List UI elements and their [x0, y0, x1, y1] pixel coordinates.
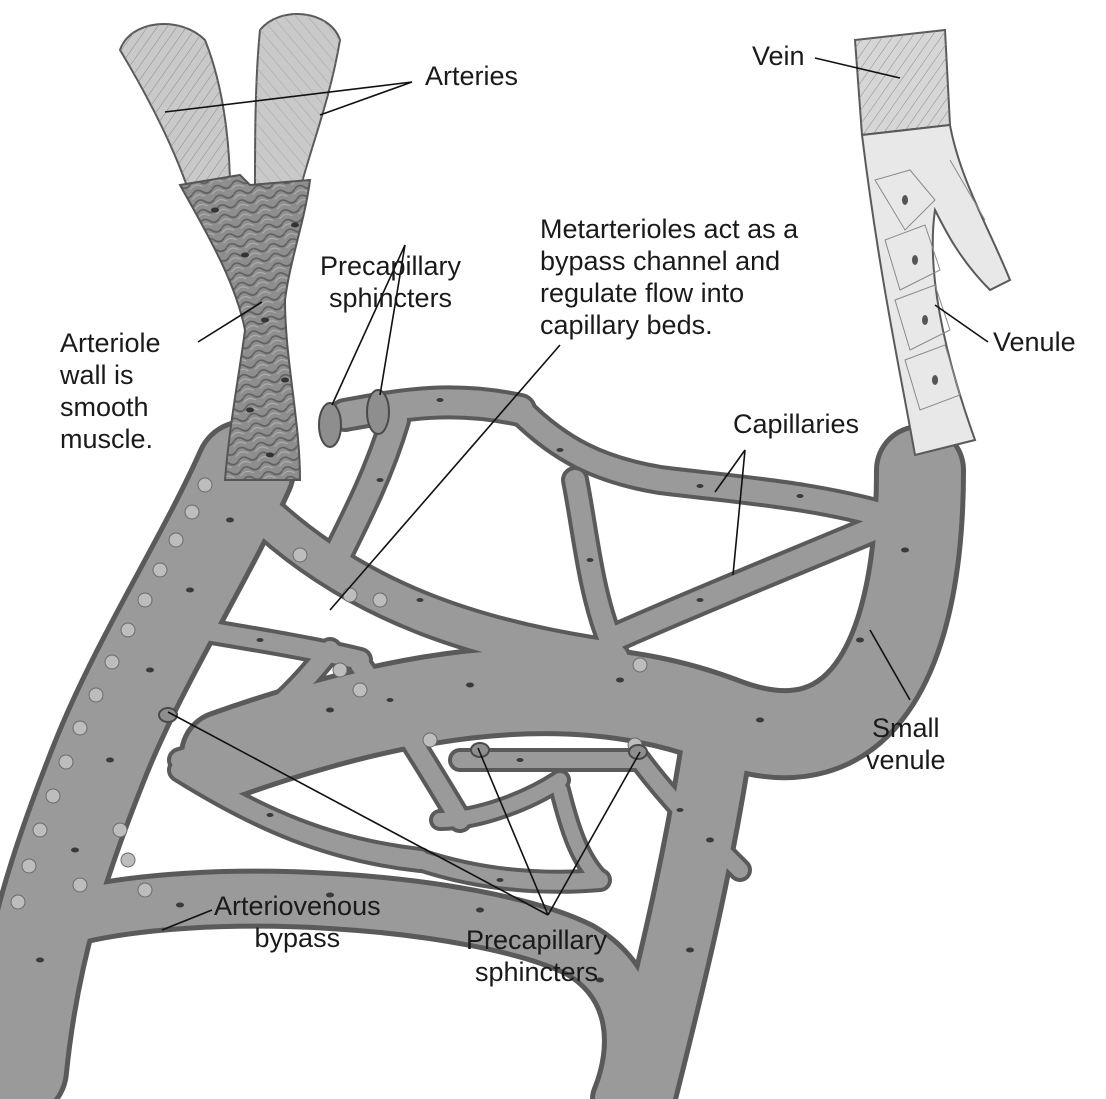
label-metarterioles-line-4: capillary beds.: [540, 309, 798, 341]
capillary-network: [18, 402, 920, 1099]
label-arteriole-wall-line-4: muscle.: [60, 423, 161, 455]
label-metarterioles-line-3: regulate flow into: [540, 277, 798, 309]
label-metarterioles: Metarterioles act as a bypass channel an…: [540, 213, 798, 341]
label-arteriovenous-bypass-line-1: Arteriovenous: [214, 890, 381, 922]
label-small-venule-line-2: venule: [866, 744, 946, 776]
label-arteries: Arteries: [425, 60, 518, 92]
label-arteriovenous-bypass-line-2: bypass: [214, 922, 381, 954]
label-venule: Venule: [993, 326, 1076, 358]
leader-capillaries-2: [733, 450, 745, 575]
label-precapillary-top: Precapillary sphincters: [320, 250, 461, 314]
label-small-venule-line-1: Small: [866, 712, 946, 744]
label-precapillary-bottom: Precapillary sphincters: [466, 924, 607, 988]
arteriole: [180, 175, 310, 480]
label-metarterioles-line-1: Metarterioles act as a: [540, 213, 798, 245]
label-metarterioles-line-2: bypass channel and: [540, 245, 798, 277]
label-vein: Vein: [752, 40, 805, 72]
label-small-venule: Small venule: [866, 712, 946, 776]
label-precapillary-bottom-line-2: sphincters: [466, 956, 607, 988]
label-arteriole-wall: Arteriole wall is smooth muscle.: [60, 327, 161, 455]
label-precapillary-top-line-1: Precapillary: [320, 250, 461, 282]
vein: [855, 30, 950, 135]
label-arteriole-wall-line-3: smooth: [60, 391, 161, 423]
label-capillaries: Capillaries: [733, 408, 859, 440]
label-arteriovenous-bypass: Arteriovenous bypass: [214, 890, 381, 954]
label-arteriole-wall-line-2: wall is: [60, 359, 161, 391]
label-precapillary-bottom-line-1: Precapillary: [466, 924, 607, 956]
label-precapillary-top-line-2: sphincters: [320, 282, 461, 314]
label-arteriole-wall-line-1: Arteriole: [60, 327, 161, 359]
venule: [862, 125, 1010, 455]
